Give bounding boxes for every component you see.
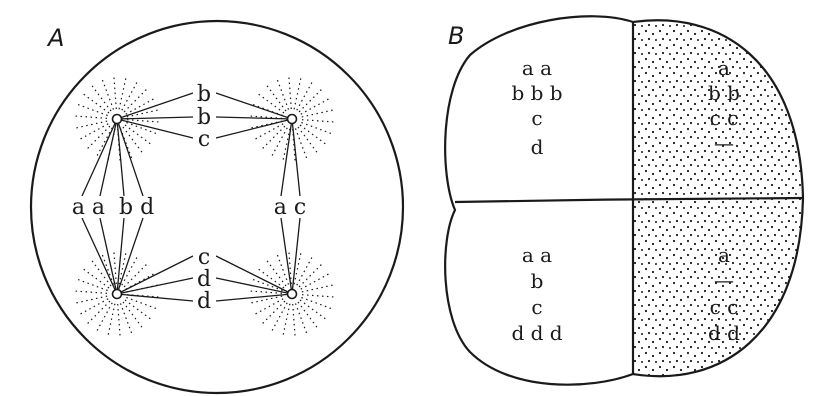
aster-ray: [271, 303, 287, 333]
aster-ray: [108, 304, 115, 337]
cell-top-right-line-1: a: [718, 56, 730, 80]
aster-ray: [114, 75, 117, 109]
aster-ray: [122, 80, 138, 110]
aster-ray: [293, 304, 296, 338]
aster-ray: [127, 110, 160, 117]
aster-ray: [121, 303, 133, 335]
aster-ray: [301, 273, 331, 289]
aster-ray: [261, 301, 285, 325]
aster-ray: [74, 121, 107, 128]
aster-ray: [302, 295, 336, 297]
upper-chromosome-c: c: [198, 127, 210, 152]
aster-ray: [124, 88, 148, 112]
cell-top-left-line-2: b b b: [511, 81, 562, 105]
cell-top-right-line-3: c c: [710, 106, 739, 130]
cell-top-right-line-4: —: [714, 131, 734, 155]
aster-ray: [78, 299, 108, 315]
aster-ray: [283, 304, 290, 337]
cell-top-left-line-1: a a: [522, 56, 552, 80]
panel-b: B a a b b b c d a b b c c — a a b c d: [445, 16, 803, 384]
cell-top-left-line-3: c: [531, 106, 542, 130]
aster-ray: [119, 76, 126, 109]
left-spindle-chromosomes: a a b d: [72, 195, 154, 220]
aster-ray: [277, 78, 289, 110]
panel-a-label: A: [46, 24, 64, 52]
cell-bottom-right-line-2: —: [714, 268, 734, 292]
lower-chromosome-d-2: d: [197, 289, 211, 314]
aster-ray: [297, 80, 313, 110]
aster-ray: [253, 299, 283, 315]
aster-ray: [296, 128, 308, 160]
aster-ray: [302, 110, 335, 117]
aster-ray: [122, 255, 138, 285]
aster-ray: [253, 124, 283, 140]
aster-ray: [302, 120, 336, 122]
aster-ray: [301, 98, 331, 114]
aster-ray: [297, 255, 313, 285]
cell-bottom-left-line-4: d d d: [511, 321, 562, 345]
aster-ray: [86, 301, 110, 325]
panel-a: A: [31, 21, 403, 393]
aster-ray: [124, 263, 148, 287]
aster-ray: [73, 291, 107, 293]
aster-ray: [126, 98, 156, 114]
centrosome-upper-right: [288, 115, 297, 124]
aster-ray: [296, 303, 308, 335]
aster-ray: [271, 128, 287, 158]
cell-top-left-line-4: d: [531, 135, 544, 159]
aster-ray: [261, 126, 285, 150]
panel-b-label: B: [448, 22, 464, 50]
aster-ray: [78, 124, 108, 140]
aster-ray: [301, 298, 333, 310]
aster-ray: [96, 303, 112, 333]
aster-ray: [73, 116, 107, 118]
cell-bottom-left-line-2: b: [531, 269, 544, 293]
cell-bottom-right-line-3: c c: [710, 295, 739, 319]
centrosome-lower-right: [288, 290, 297, 299]
aster-ray: [294, 76, 301, 109]
aster-ray: [126, 298, 158, 310]
aster-ray: [86, 126, 110, 150]
cell-bottom-right-line-4: d d: [708, 321, 740, 345]
cell-top-left: a a b b b c d: [511, 56, 562, 159]
right-spindle-chromosomes: a c: [274, 195, 306, 220]
aster-ray: [76, 104, 108, 116]
aster-ray: [74, 296, 107, 303]
cell-bottom-left-line-1: a a: [522, 243, 552, 267]
aster-ray: [118, 304, 121, 338]
upper-chromosome-b-1: b: [197, 82, 211, 107]
aster-ray: [76, 279, 108, 291]
aster-ray: [299, 88, 323, 112]
aster-ray: [302, 285, 335, 292]
aster-ray: [102, 78, 114, 110]
aster-ray: [301, 123, 333, 135]
cell-bottom-right-line-1: a: [718, 243, 730, 267]
centrosome-lower-left: [113, 290, 122, 299]
cell-bottom-left-line-3: c: [531, 295, 542, 319]
cell-top-right-line-2: b b: [708, 81, 740, 105]
centrosome-upper-left: [113, 115, 122, 124]
aster-ray: [299, 263, 323, 287]
cell-bottom-left: a a b c d d d: [511, 243, 562, 345]
aster-ray: [289, 75, 292, 109]
aster-ray: [127, 120, 161, 122]
